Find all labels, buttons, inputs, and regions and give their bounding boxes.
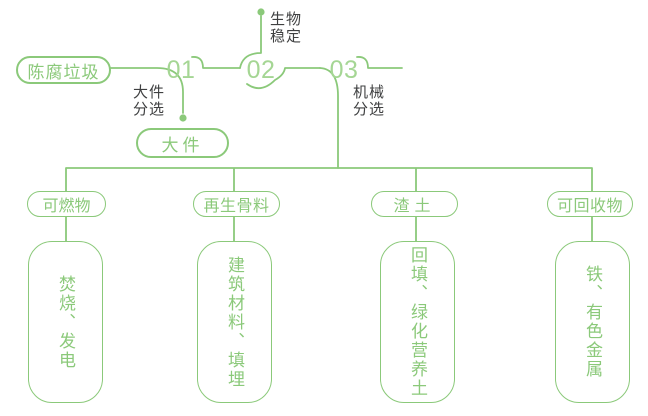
branch-result-text: 回填、绿化营养土 xyxy=(408,246,427,398)
label-bio-stabilization: 生物 稳定 xyxy=(270,11,303,45)
station-number-03: 03 xyxy=(329,56,359,84)
flow-line-bio-riser xyxy=(239,15,262,69)
bulky-output-label: 大件 xyxy=(161,135,204,155)
branch-label: 可燃物 xyxy=(42,198,91,215)
node-dot-bulky xyxy=(179,114,187,122)
branch-pill-combustibles: 可燃物 xyxy=(27,191,106,217)
branch-pill-residue-soil: 渣土 xyxy=(371,191,458,217)
branch-label: 渣土 xyxy=(393,198,436,215)
branch-result-box-combustibles: 焚烧、发电 xyxy=(28,241,103,403)
branch-result-box-recycled-aggregate: 建筑材料、填埋 xyxy=(197,241,272,403)
branch-result-box-recyclables: 铁、有色金属 xyxy=(555,241,630,403)
node-dot-bio xyxy=(257,8,265,16)
branch-result-text: 铁、有色金属 xyxy=(583,265,602,379)
label-mechanical-sorting: 机械 分选 xyxy=(353,84,386,118)
bulky-output-pill: 大件 xyxy=(136,128,229,158)
flow-line-03-stub xyxy=(356,56,403,69)
branch-result-text: 建筑材料、填埋 xyxy=(225,255,244,389)
label-bulky-sorting: 大件 分选 xyxy=(133,84,166,118)
flow-line-01-to-02 xyxy=(191,56,241,69)
flow-line-source-to-bulky xyxy=(110,67,184,114)
pill-to-box-connectors xyxy=(65,216,593,242)
source-pill: 陈腐垃圾 xyxy=(16,56,111,84)
junction-line xyxy=(65,167,593,192)
station-number-02: 02 xyxy=(246,56,276,84)
station-number-01: 01 xyxy=(166,56,196,84)
branch-label: 再生骨料 xyxy=(203,198,270,215)
branch-pill-recycled-aggregate: 再生骨料 xyxy=(193,191,280,217)
branch-pill-recyclables: 可回收物 xyxy=(547,191,633,217)
branch-label: 可回收物 xyxy=(556,198,623,215)
source-label: 陈腐垃圾 xyxy=(27,62,100,82)
branch-result-text: 焚烧、发电 xyxy=(56,274,75,370)
branch-result-box-residue-soil: 回填、绿化营养土 xyxy=(380,241,455,403)
flow-line-02-to-03 xyxy=(246,67,321,90)
flow-line-03-feeder xyxy=(319,67,339,169)
